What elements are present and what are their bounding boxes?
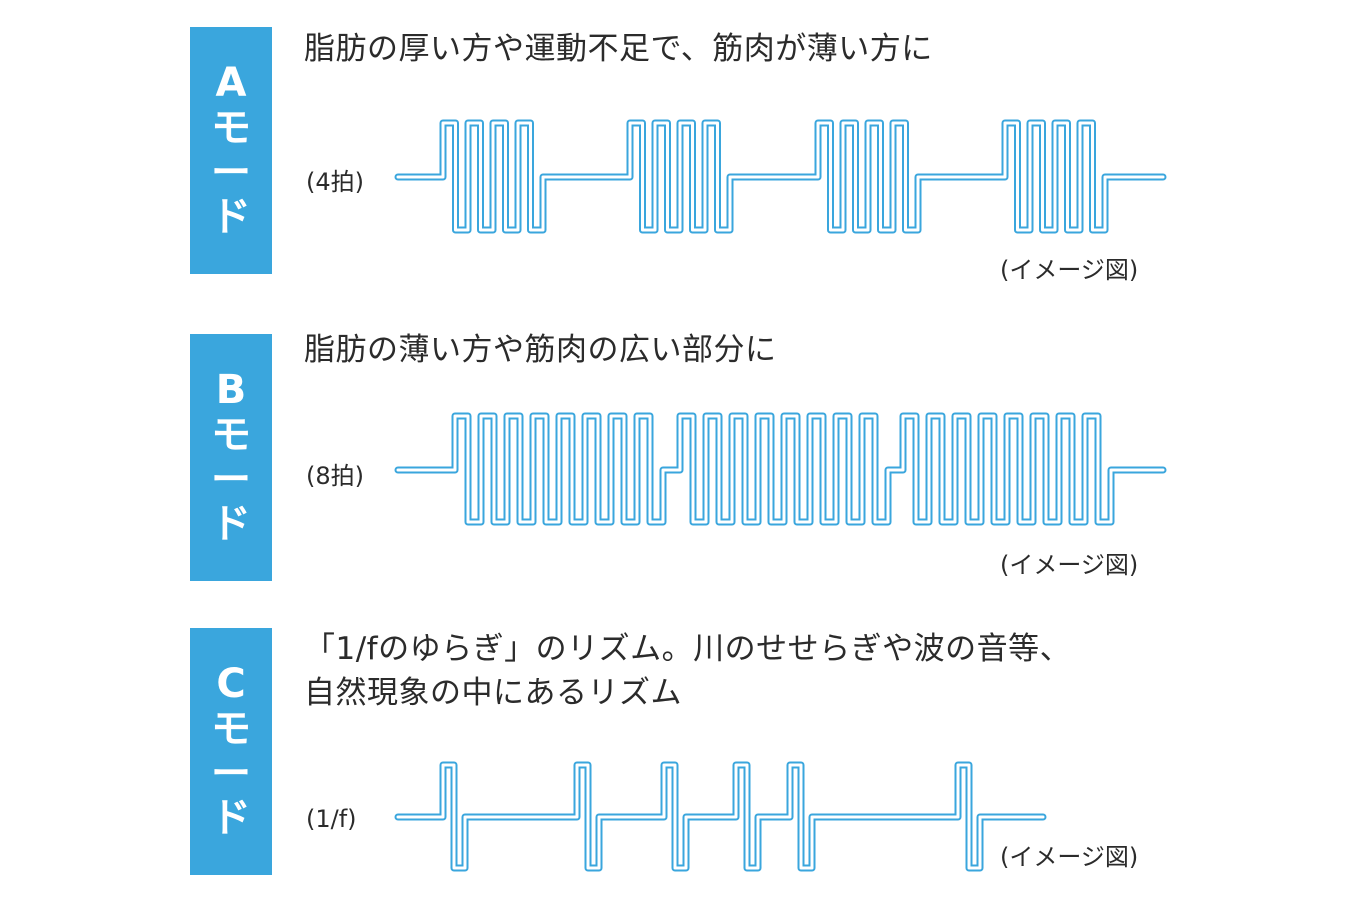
mode-c-beat: (1/f) — [306, 805, 357, 833]
waveform-c-line-outer — [394, 761, 1047, 872]
mode-a-char-3: ー — [211, 149, 251, 196]
mode-c-char-2: モ — [211, 705, 251, 752]
mode-c-label: C モ ー ド — [190, 628, 272, 875]
mode-a-description: 脂肪の厚い方や運動不足で、筋肉が薄い方に — [304, 27, 933, 71]
mode-a-description-line-1: 脂肪の厚い方や運動不足で、筋肉が薄い方に — [304, 31, 933, 67]
waveform-c-line-inner — [396, 763, 1045, 870]
mode-b-beat: (8拍) — [306, 462, 364, 490]
mode-a-label: A モ ー ド — [190, 27, 272, 274]
mode-a-image-note: (イメージ図) — [1000, 256, 1139, 284]
mode-b-image-note: (イメージ図) — [1000, 551, 1139, 579]
mode-a-char-1: A — [215, 59, 247, 106]
waveform-a-line-outer — [394, 119, 1167, 234]
mode-c-char-4: ド — [211, 795, 251, 842]
waveform-a — [394, 119, 1167, 234]
mode-c-description-line-2: 自然現象の中にあるリズム — [304, 675, 682, 711]
mode-b-char-1: B — [215, 366, 247, 413]
mode-b-char-2: モ — [211, 411, 251, 458]
mode-a-beat: (4拍) — [306, 168, 364, 196]
mode-c-image-note: (イメージ図) — [1000, 843, 1139, 871]
mode-a-char-2: モ — [211, 104, 251, 151]
waveform-c — [394, 761, 1047, 872]
mode-c-description-line-1: 「1/fのゆらぎ」のリズム。川のせせらぎや波の音等、 — [304, 631, 1072, 667]
mode-b-label: B モ ー ド — [190, 334, 272, 581]
mode-b-description-line-1: 脂肪の薄い方や筋肉の広い部分に — [304, 332, 777, 368]
waveform-a-line-inner — [396, 121, 1165, 232]
waveform-b — [394, 412, 1167, 526]
mode-c-char-3: ー — [211, 750, 251, 797]
mode-b-description: 脂肪の薄い方や筋肉の広い部分に — [304, 328, 777, 372]
mode-a-char-4: ド — [211, 194, 251, 241]
mode-c-char-1: C — [216, 660, 246, 707]
waveform-b-line-outer — [394, 412, 1167, 526]
mode-b-char-4: ド — [211, 501, 251, 548]
mode-b-char-3: ー — [211, 456, 251, 503]
mode-c-description: 「1/fのゆらぎ」のリズム。川のせせらぎや波の音等、 自然現象の中にあるリズム — [304, 627, 1071, 715]
waveform-b-line-inner — [396, 414, 1165, 524]
